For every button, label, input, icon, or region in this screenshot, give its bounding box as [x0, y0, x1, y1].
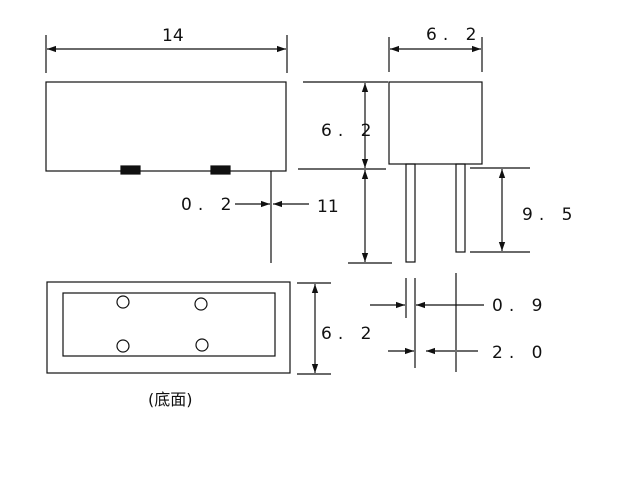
pin-hole-4 — [195, 338, 209, 352]
label-lead-length-front: 11 — [317, 197, 339, 217]
bottom-view-caption: (底面) — [148, 390, 193, 409]
bottom-outer — [46, 281, 291, 374]
pin-hole-3 — [116, 339, 130, 353]
label-body-height: 6. 2 — [321, 121, 377, 141]
front-view — [45, 35, 309, 263]
height-dimensions — [298, 81, 392, 264]
side-lead-right — [455, 163, 466, 253]
pin-hole-2 — [194, 297, 208, 311]
side-lead-left — [405, 163, 416, 263]
label-side-width: 6. 2 — [426, 25, 482, 45]
side-body — [388, 81, 483, 165]
pin-hole-1 — [116, 295, 130, 309]
label-bottom-width: 6. 2 — [321, 324, 377, 344]
bottom-view — [46, 281, 331, 375]
side-view — [370, 37, 530, 372]
front-pin-right — [210, 165, 231, 175]
front-pin-left — [120, 165, 141, 175]
label-pin-pitch: 2. 0 — [492, 343, 548, 363]
label-gap: 0. 2 — [181, 195, 237, 215]
bottom-inner — [62, 292, 276, 357]
label-length: 14 — [162, 26, 184, 46]
label-lead-length-side: 9. 5 — [522, 205, 578, 225]
label-pin-width: 0. 9 — [492, 296, 548, 316]
front-body — [45, 81, 287, 172]
